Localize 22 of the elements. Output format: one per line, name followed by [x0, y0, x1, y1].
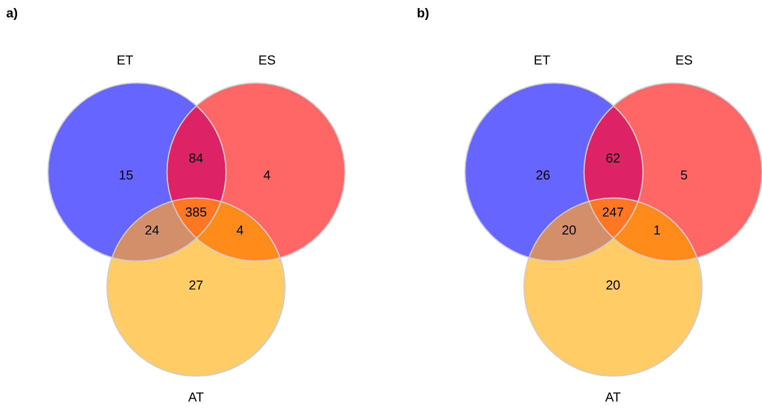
count-label: 4 — [236, 226, 244, 234]
count-label: 26 — [536, 170, 550, 180]
count-label: 84 — [189, 153, 203, 163]
set-name: ET — [534, 56, 550, 64]
count-label: 1 — [654, 226, 660, 234]
count-label: 385 — [186, 207, 206, 217]
count-label: 5 — [680, 170, 688, 180]
set-name: ES — [259, 55, 276, 65]
count-label: 20 — [606, 280, 620, 290]
count-label: 62 — [606, 153, 620, 163]
count-label: 4 — [264, 170, 270, 180]
set-name: AT — [188, 392, 204, 402]
count-label: 20 — [562, 225, 576, 235]
count-label: 15 — [120, 170, 133, 180]
count-label: 24 — [145, 225, 159, 235]
set-name: ET — [118, 56, 133, 64]
count-label: 247 — [602, 207, 624, 217]
set-name: AT — [605, 392, 621, 402]
panel-label: a) — [6, 8, 18, 20]
count-label: 27 — [189, 280, 203, 290]
panel-label: b) — [418, 8, 428, 20]
set-name: ES — [676, 55, 692, 65]
